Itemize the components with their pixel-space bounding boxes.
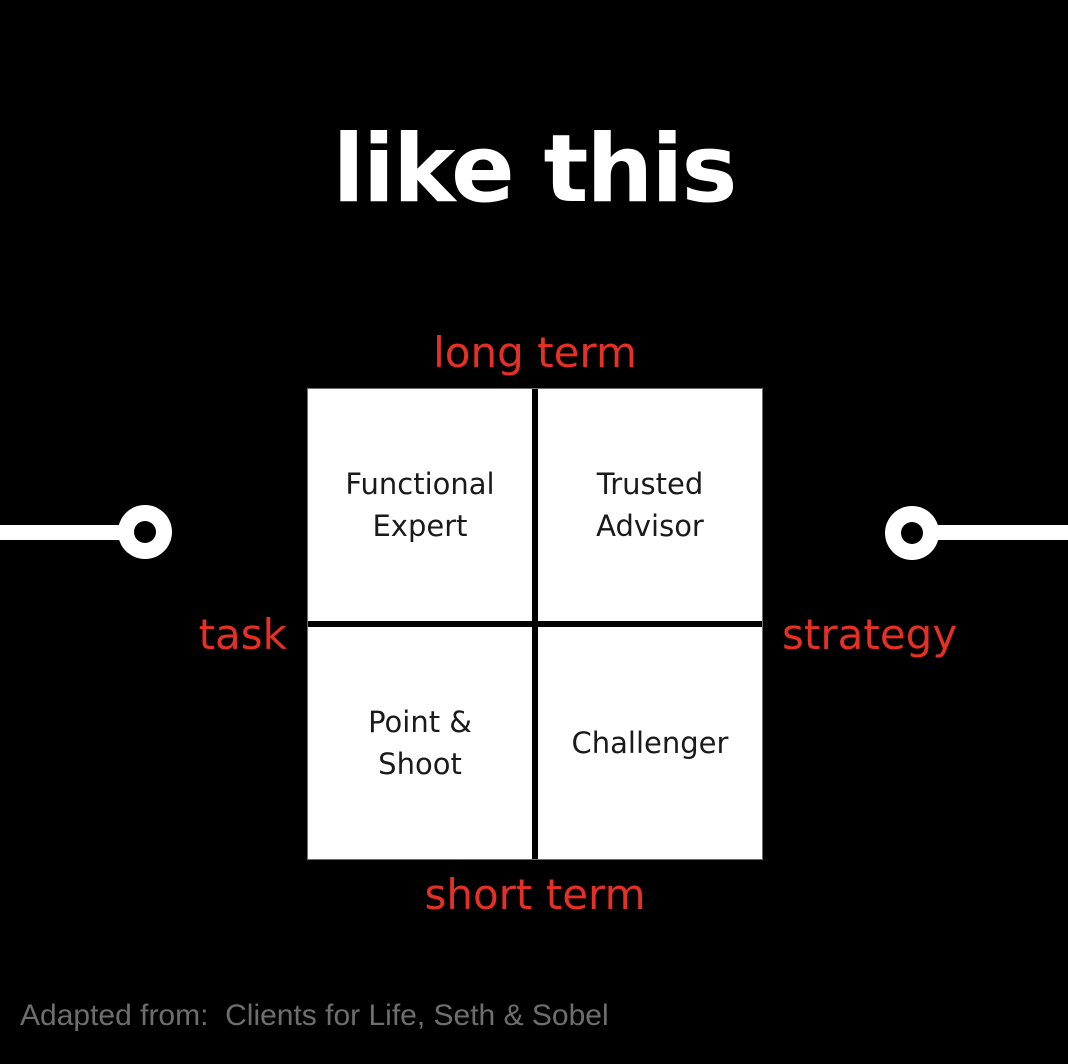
quadrant-functional-expert: Functional Expert [308,389,532,621]
left-connector-node-hole [134,521,156,543]
axis-label-long-term: long term [433,328,637,377]
axis-label-task: task [198,610,287,659]
quadrant-point-and-shoot: Point & Shoot [308,627,532,859]
quadrant-challenger: Challenger [538,627,762,859]
left-connector-node-icon [118,505,172,559]
right-connector-line [937,525,1068,540]
axis-label-short-term: short term [424,870,646,919]
right-connector-node-hole [901,522,923,544]
quadrant-trusted-advisor: Trusted Advisor [538,389,762,621]
attribution-caption: Adapted from: Clients for Life, Seth & S… [20,999,609,1032]
axis-label-strategy: strategy [782,610,958,659]
left-connector-line [0,525,131,540]
two-by-two-matrix: Functional Expert Trusted Advisor Point … [307,388,763,860]
right-connector-node-icon [885,506,939,560]
slide-title: like this [332,115,738,224]
